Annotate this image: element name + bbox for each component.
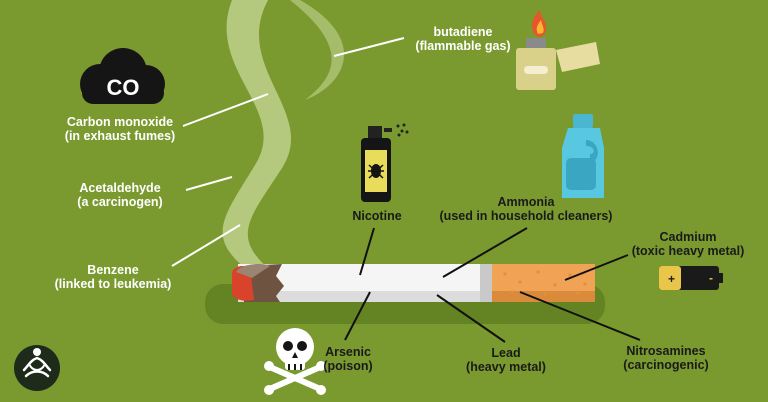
nitrosamines-name: Nitrosamines (626, 344, 706, 358)
butadiene-name: butadiene (433, 25, 493, 39)
svg-text:-: - (709, 271, 713, 285)
label-acetaldehyde: Acetaldehyde (a carcinogen) (60, 181, 180, 209)
arsenic-name: Arsenic (325, 345, 371, 359)
lighter-icon (516, 10, 600, 90)
cigarette-band (480, 264, 492, 302)
line-nitrosamines (519, 291, 641, 341)
battery-icon: + - (659, 266, 723, 290)
line-nicotine (359, 227, 375, 276)
meditation-logo-icon (14, 345, 60, 391)
line-arsenic (344, 291, 371, 341)
ammonia-name: Ammonia (497, 195, 555, 209)
filter-dots (503, 270, 587, 296)
label-nicotine: Nicotine (339, 209, 415, 223)
label-butadiene: butadiene (flammable gas) (404, 25, 522, 53)
label-carbon-monoxide: Carbon monoxide (in exhaust fumes) (52, 115, 188, 143)
carbon-monoxide-note: (in exhaust fumes) (64, 129, 176, 143)
acetaldehyde-note: (a carcinogen) (77, 195, 163, 209)
cigarette-filter-shade (492, 291, 595, 302)
cleaner-bottle-icon (562, 114, 604, 198)
arsenic-note: (poison) (323, 359, 373, 373)
smoke-plume-right (290, 0, 345, 100)
label-cadmium: Cadmium (toxic heavy metal) (624, 230, 752, 258)
line-cadmium (564, 254, 629, 281)
cadmium-note: (toxic heavy metal) (631, 244, 745, 258)
cigarette-paper-shade (238, 291, 490, 302)
co-cloud-icon: CO (80, 48, 165, 104)
smoke-plume (222, 0, 292, 268)
benzene-name: Benzene (87, 263, 139, 277)
bug-spray-icon (361, 123, 409, 202)
svg-text:+: + (668, 272, 675, 286)
benzene-note: (linked to leukemia) (54, 277, 172, 291)
acetaldehyde-name: Acetaldehyde (79, 181, 161, 195)
line-benzene (171, 224, 241, 267)
nitrosamines-note: (carcinogenic) (623, 358, 709, 372)
lead-name: Lead (491, 346, 521, 360)
label-arsenic: Arsenic (poison) (316, 345, 380, 373)
cigarette-ash-top (236, 264, 270, 278)
skull-crossbones-icon (264, 328, 326, 395)
nicotine-name: Nicotine (352, 209, 402, 223)
butadiene-note: (flammable gas) (415, 39, 511, 53)
line-ammonia (442, 227, 528, 278)
line-acetaldehyde (185, 176, 233, 191)
label-ammonia: Ammonia (used in household cleaners) (427, 195, 625, 223)
ammonia-note: (used in household cleaners) (439, 209, 613, 223)
line-butadiene (333, 37, 405, 57)
lead-note: (heavy metal) (466, 360, 546, 374)
label-nitrosamines: Nitrosamines (carcinogenic) (610, 344, 722, 372)
cadmium-name: Cadmium (659, 230, 717, 244)
label-lead: Lead (heavy metal) (458, 346, 554, 374)
line-carbon-monoxide (182, 93, 269, 127)
co-text: CO (107, 75, 140, 100)
carbon-monoxide-name: Carbon monoxide (66, 115, 174, 129)
label-benzene: Benzene (linked to leukemia) (46, 263, 180, 291)
line-lead (436, 294, 506, 343)
